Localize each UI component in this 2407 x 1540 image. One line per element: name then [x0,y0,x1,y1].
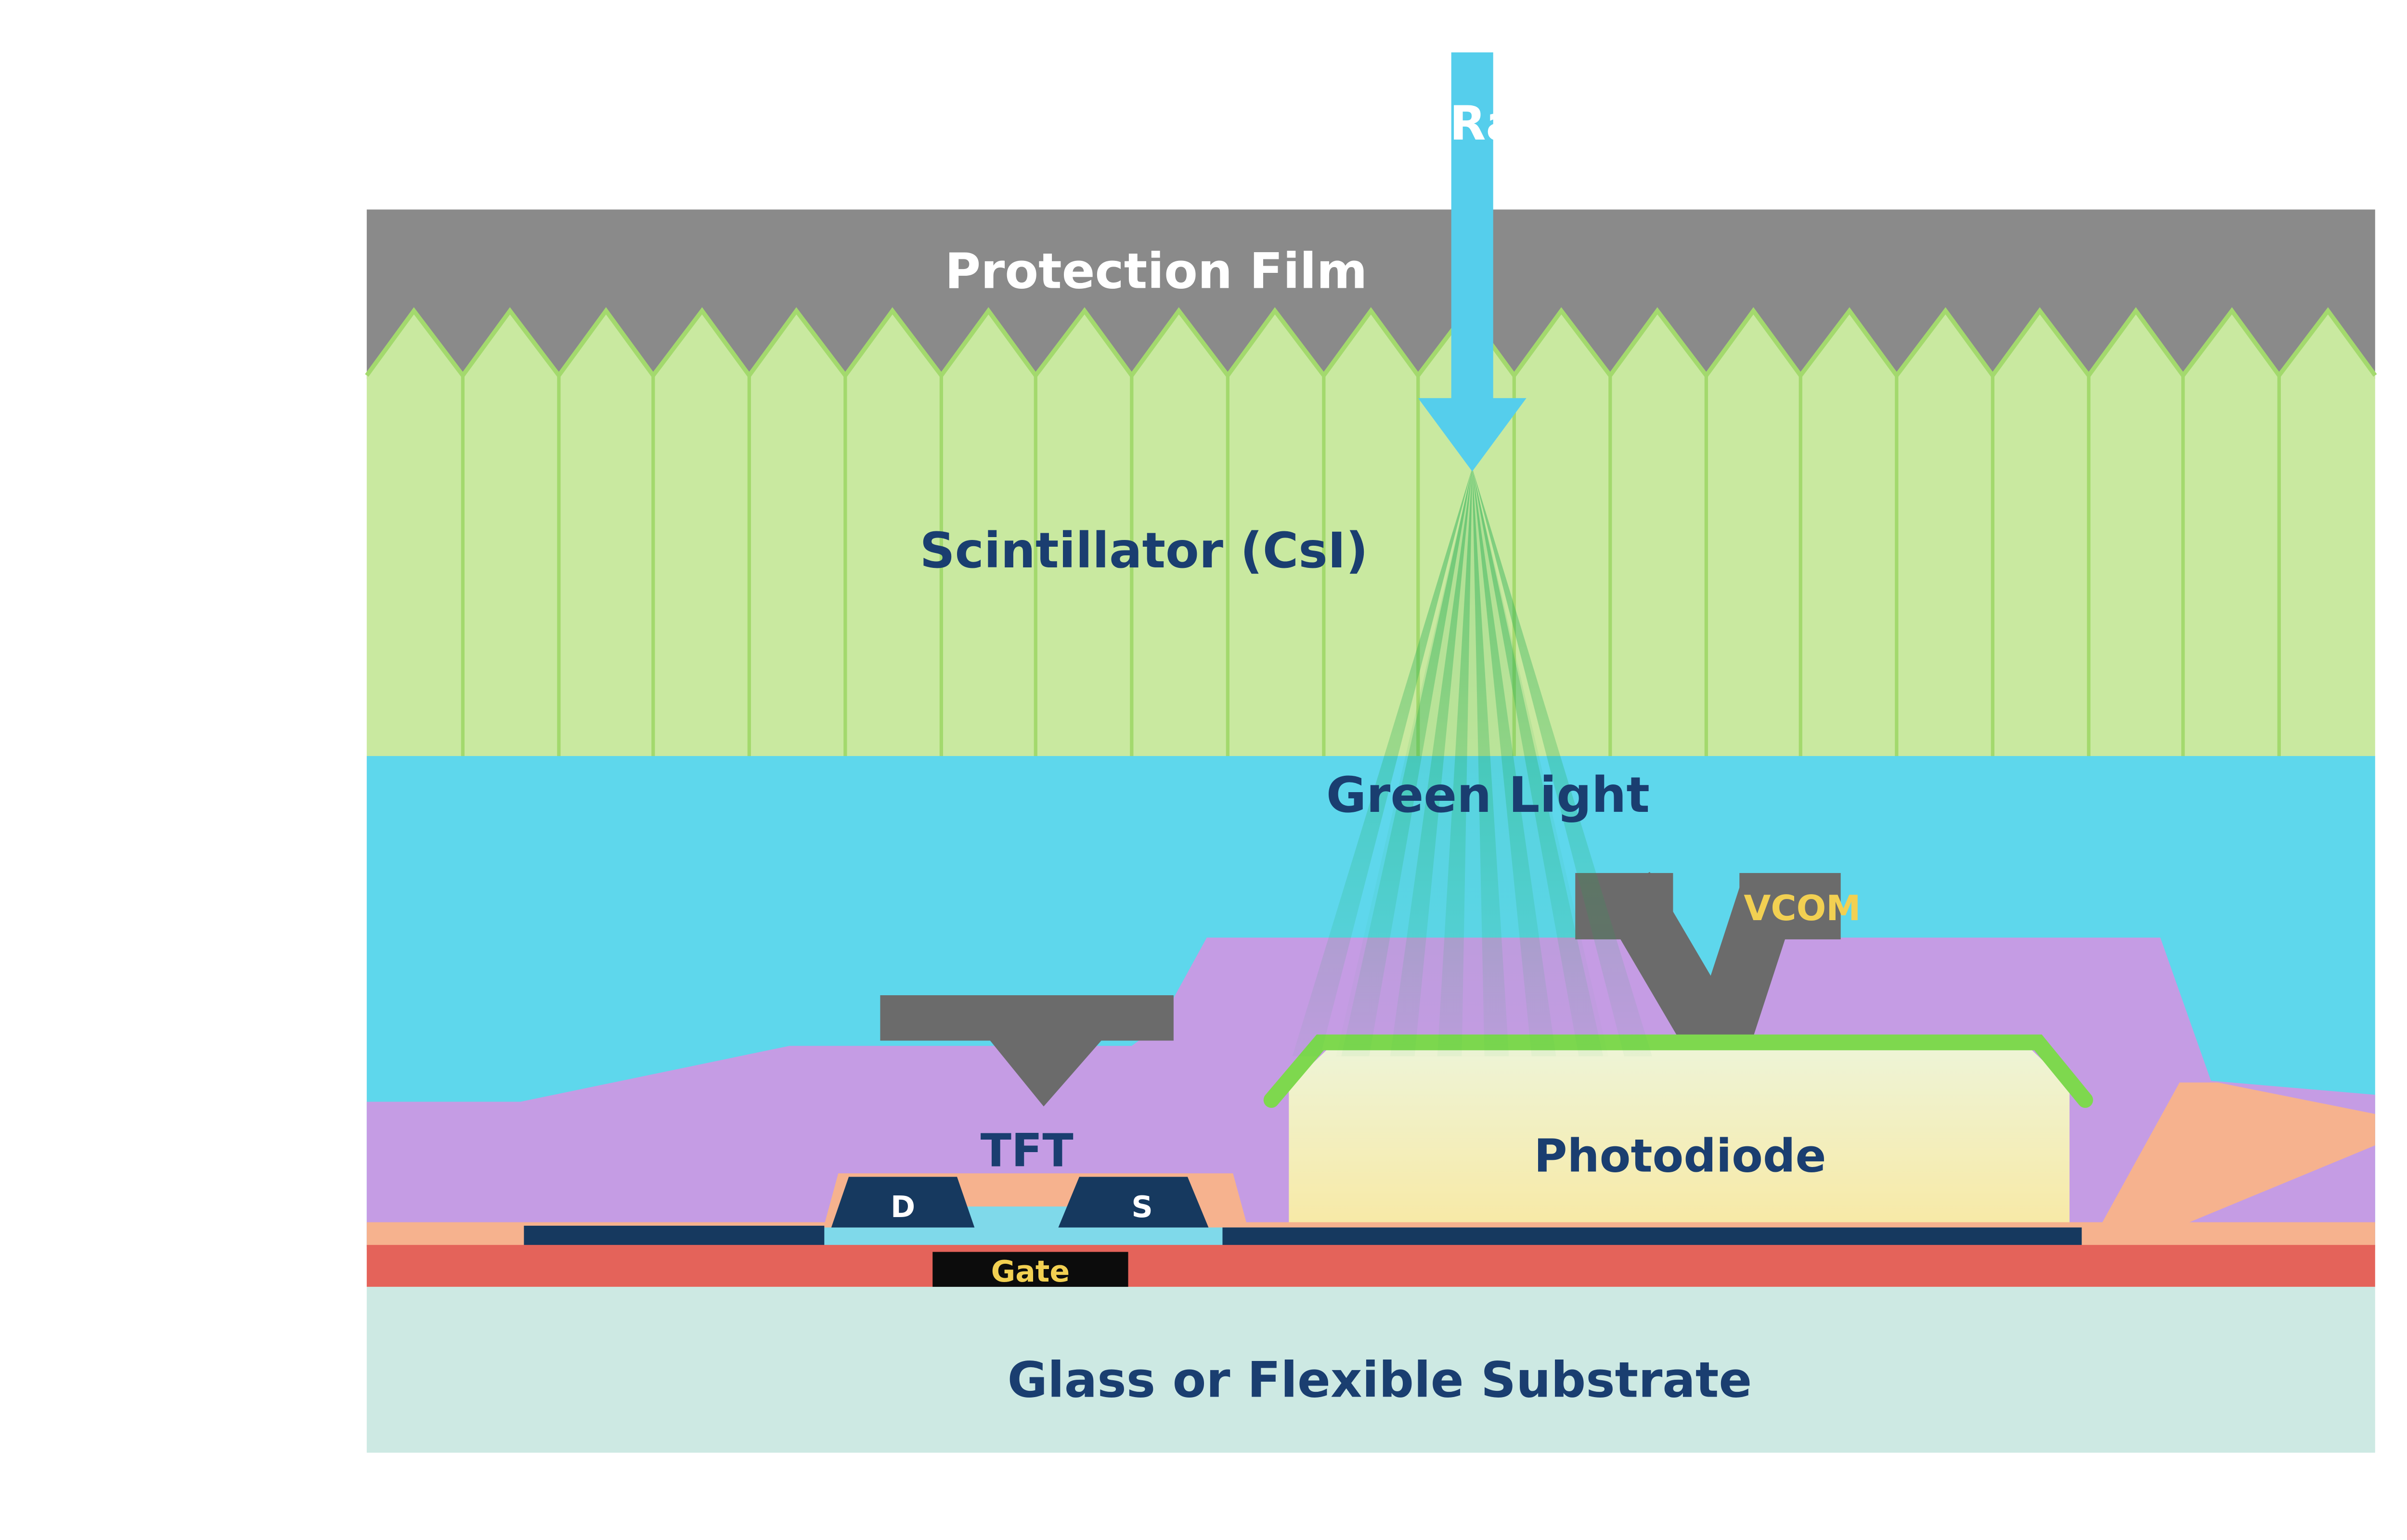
protection-film-label: Protection Film [945,243,1368,300]
source-electrode [1058,1177,1209,1228]
gate-label: Gate [991,1254,1070,1289]
green-light-fan [1336,468,1609,1057]
scintillator-body [366,310,2375,756]
tft-structure [524,1177,2082,1254]
photodiode-structure [1263,1034,2093,1233]
green-light-label: Green Light [1326,767,1650,823]
photodiode-top-electrode [1263,1034,2093,1108]
vcom-pad-right [1739,873,1841,939]
xray-beam-shaft [1451,52,1493,402]
photodiode-body [1289,1049,2070,1233]
photodiode-label: Photodiode [1534,1129,1826,1182]
scintillator-needle-outline [365,307,2377,379]
substrate-layer [366,1286,2375,1453]
scintillator-column-lines [461,375,2281,756]
scintillator-layer [365,307,2377,756]
capacitor-metal [880,995,1174,1107]
gate-electrode [932,1252,1128,1289]
tft-label: TFT [981,1125,1074,1178]
xray-label: X-Ray [1398,96,1547,151]
capacitor-metal-notch [980,996,1112,1107]
drain-label: D [891,1190,915,1224]
tft-channel-center [964,1206,1076,1230]
drain-electrode [831,1177,975,1228]
gate-insulator-layer [366,1245,2375,1287]
vcom-label: VCOM [1744,888,1861,929]
xray-beam-head [1418,398,1527,472]
substrate-label: Glass or Flexible Substrate [1008,1351,1752,1408]
contact-right-slope [2087,1082,2375,1250]
scintillator-label: Scintillator (CsI) [919,522,1368,579]
xray-beam-arrow [1418,52,1527,472]
source-label: S [1131,1190,1152,1224]
